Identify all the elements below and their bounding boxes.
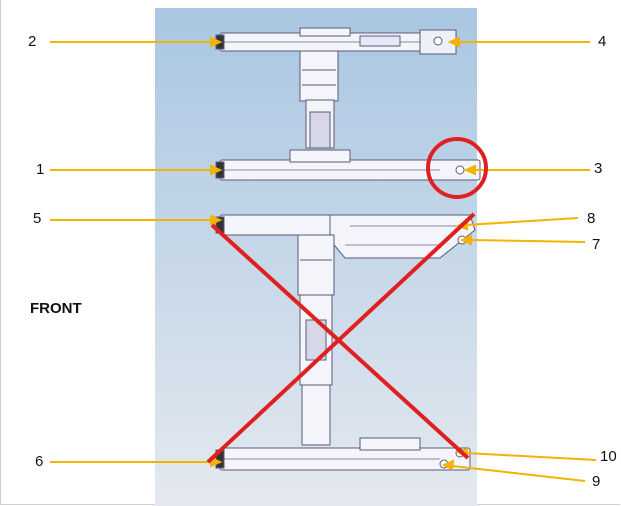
- callout-number-4: 4: [598, 33, 607, 50]
- callout-line-8: [465, 217, 579, 226]
- callout-line-10: [465, 452, 597, 461]
- callout-line-9: [451, 465, 586, 482]
- callout-number-8: 8: [587, 210, 596, 227]
- front-label: FRONT: [30, 300, 82, 317]
- callout-number-6: 6: [35, 453, 44, 470]
- callout-number-9: 9: [592, 473, 601, 490]
- callout-number-5: 5: [33, 210, 42, 227]
- upper-center-column: [299, 50, 339, 102]
- cross-stroke-b: [206, 212, 476, 464]
- callout-number-7: 7: [592, 236, 601, 253]
- callout-number-2: 2: [28, 33, 37, 50]
- callout-number-1: 1: [36, 161, 45, 178]
- callout-number-3: 3: [594, 160, 603, 177]
- lower-assembly: [215, 214, 476, 471]
- callout-number-10: 10: [600, 448, 617, 465]
- highlight-circle: [426, 137, 488, 199]
- callout-line-7: [469, 239, 586, 243]
- lower-center-column: [297, 234, 335, 296]
